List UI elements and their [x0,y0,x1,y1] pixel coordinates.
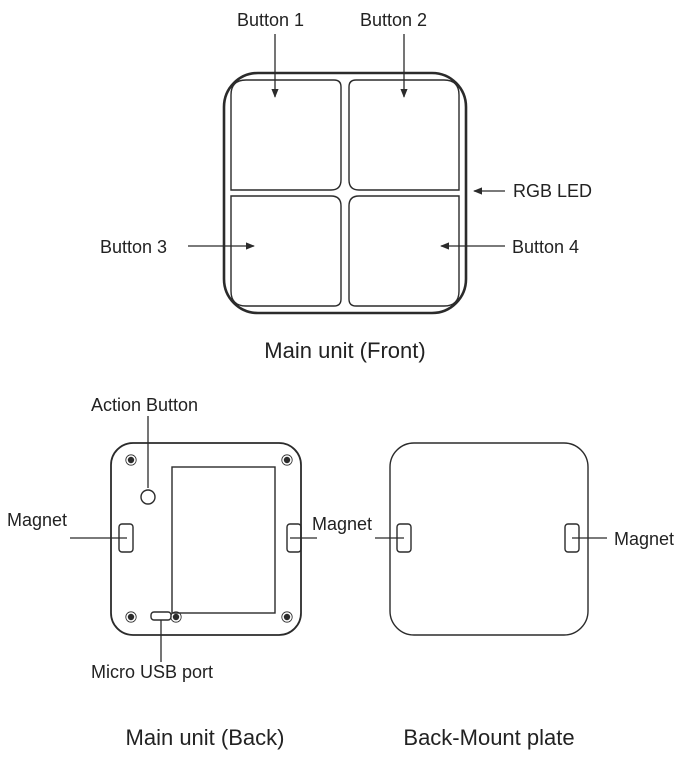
plate-magnet-right-label: Magnet [614,529,674,549]
button-2-label: Button 2 [360,10,427,30]
button-1-label: Button 1 [237,10,304,30]
screw-holes [125,454,293,623]
main-unit-back: Action Button Magnet Magnet Micro USB po… [7,395,372,750]
back-panel [171,466,276,614]
action-button [140,489,156,505]
back-magnet-left-label: Magnet [7,510,67,530]
back-body [110,442,302,636]
button-4-panel [348,195,460,307]
back-caption: Main unit (Back) [126,725,285,750]
button-1-panel [230,79,342,191]
main-unit-front: Button 1 Button 2 Button 3 Button 4 RGB … [100,10,592,363]
front-body [222,71,468,315]
rgb-led-label: RGB LED [513,181,592,201]
plate-caption: Back-Mount plate [403,725,574,750]
back-mount-plate: Magnet Back-Mount plate [375,442,674,750]
front-caption: Main unit (Front) [264,338,425,363]
micro-usb-label: Micro USB port [91,662,213,682]
plate-body [389,442,589,636]
button-3-panel [230,195,342,307]
micro-usb-port [150,611,172,621]
back-magnet-right-label: Magnet [312,514,372,534]
button-3-label: Button 3 [100,237,167,257]
button-4-label: Button 4 [512,237,579,257]
button-2-panel [348,79,460,191]
action-button-label: Action Button [91,395,198,415]
